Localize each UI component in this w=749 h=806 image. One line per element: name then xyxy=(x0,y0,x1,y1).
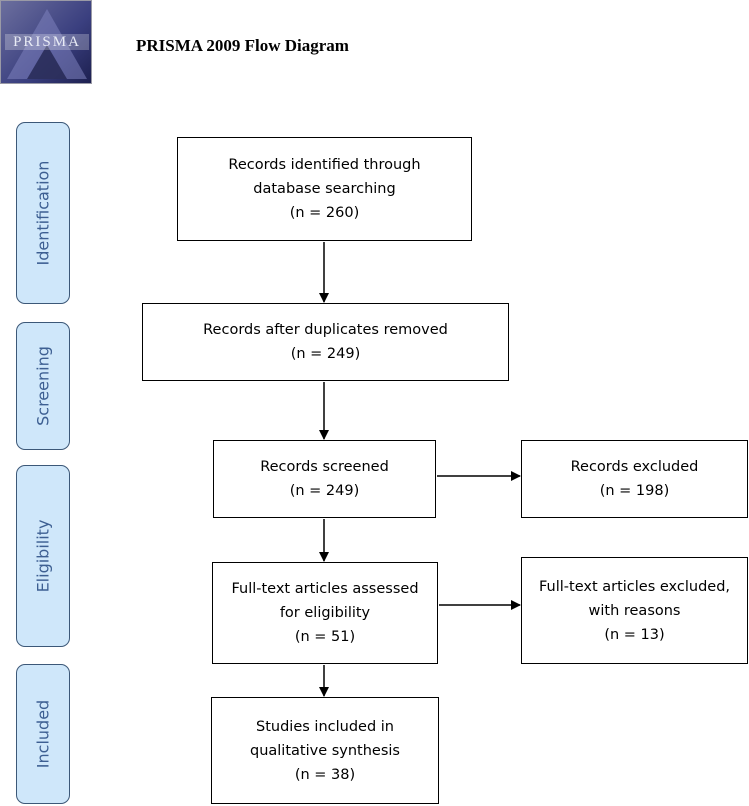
box-text: Full-text articles excluded, xyxy=(538,578,731,595)
box-count: (n = 38) xyxy=(294,766,356,783)
box-text: database searching xyxy=(253,181,396,197)
box-fulltext-assessed: Full-text articles assessed for eligibil… xyxy=(212,562,438,664)
box-count: (n = 198) xyxy=(599,483,670,499)
box-fulltext-excluded: Full-text articles excluded, with reason… xyxy=(521,557,748,664)
stage-eligibility: Eligibility xyxy=(16,465,70,647)
box-count: (n = 260) xyxy=(289,205,360,221)
box-text: Records excluded xyxy=(570,459,699,475)
box-records-excluded: Records excluded (n = 198) xyxy=(521,440,748,518)
box-text: Records screened xyxy=(260,459,389,475)
box-count: (n = 249) xyxy=(289,483,360,499)
box-records-identified: Records identified through database sear… xyxy=(177,137,472,241)
box-count: (n = 51) xyxy=(294,629,356,645)
box-studies-included: Studies included in qualitative synthesi… xyxy=(211,697,439,804)
box-records-screened: Records screened (n = 249) xyxy=(213,440,436,518)
box-duplicates-removed: Records after duplicates removed (n = 24… xyxy=(142,303,509,381)
box-text: qualitative synthesis xyxy=(250,742,400,759)
stage-included: Included xyxy=(16,664,70,804)
box-count: (n = 13) xyxy=(604,626,665,643)
logo-triangle-icon xyxy=(7,9,87,79)
box-count: (n = 249) xyxy=(290,346,361,362)
box-text: Studies included in xyxy=(256,718,394,735)
logo-text: PRISMA xyxy=(5,34,89,50)
page-title: PRISMA 2009 Flow Diagram xyxy=(136,36,349,55)
box-text: Full-text articles assessed xyxy=(231,581,419,597)
box-text: Records identified through xyxy=(228,157,421,173)
prisma-logo: PRISMA xyxy=(0,0,92,84)
box-text: with reasons xyxy=(588,602,681,619)
stage-screening: Screening xyxy=(16,322,70,450)
box-text: for eligibility xyxy=(279,605,371,621)
box-text: Records after duplicates removed xyxy=(203,322,448,338)
stage-identification: Identification xyxy=(16,122,70,304)
